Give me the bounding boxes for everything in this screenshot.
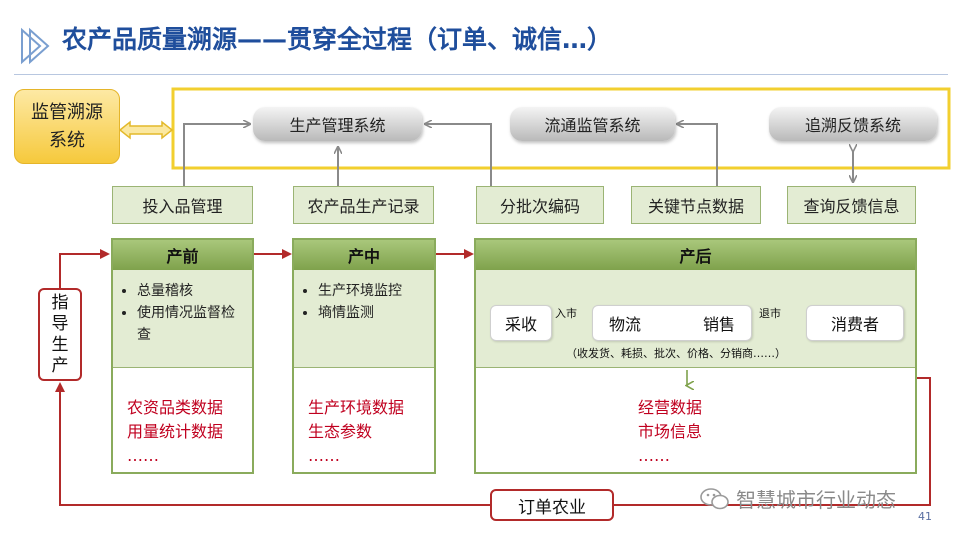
supervision-line2: 系统 [49, 129, 85, 151]
title-divider [14, 74, 948, 75]
watermark-text: 智慧城市行业动态 [736, 488, 896, 512]
title-play-icon [21, 27, 50, 65]
guide-char-1: 指 [51, 292, 69, 313]
list-item: 农资品类数据 [127, 398, 224, 417]
stage-pre-tasks: 总量稽核 使用情况监督检查 [113, 270, 252, 368]
page-number: 41 [918, 510, 932, 523]
production-management-system: 生产管理系统 [253, 107, 422, 141]
stage-mid-data: 生产环境数据 生态参数 …… [308, 396, 404, 468]
list-item: …… [638, 446, 670, 465]
flow-node-logistics: 物流 [609, 315, 642, 334]
flow-node-sales: 销售 [702, 315, 735, 334]
wechat-icon [700, 487, 729, 509]
list-item: 使用情况监督检查 [137, 302, 246, 346]
stage-pre-data: 农资品类数据 用量统计数据 …… [127, 396, 223, 468]
source-batch-coding: 分批次编码 [476, 186, 604, 224]
traceability-feedback-system: 追溯反馈系统 [769, 107, 937, 141]
source-key-node-data: 关键节点数据 [631, 186, 761, 224]
arrow-batch-to-production [425, 124, 492, 188]
arrow-guide-to-pre [59, 249, 110, 290]
list-item: 市场信息 [638, 422, 703, 441]
source-query-feedback: 查询反馈信息 [787, 186, 916, 224]
stage-post-title: 产后 [476, 240, 915, 270]
stage-mid-production: 产中 生产环境监控 墒情监测 生产环境数据 生态参数 …… [292, 238, 436, 474]
stage-mid-tasks: 生产环境监控 墒情监测 [294, 270, 434, 368]
list-item: …… [308, 446, 340, 465]
list-item: 生态参数 [308, 422, 373, 441]
list-item: 生产环境数据 [308, 398, 405, 417]
circulation-supervision-system: 流通监管系统 [510, 107, 675, 141]
source-input-management: 投入品管理 [112, 186, 253, 224]
flow-node-logistics-sales: 物流 销售 [592, 305, 752, 341]
list-item: …… [127, 446, 159, 465]
source-production-record: 农产品生产记录 [293, 186, 434, 224]
stage-mid-bullets: 生产环境监控 墒情监测 [300, 280, 428, 324]
list-item: 总量稽核 [137, 280, 246, 302]
stage-mid-title: 产中 [294, 240, 434, 270]
watermark: 智慧城市行业动态 [700, 484, 896, 513]
list-item: 用量统计数据 [127, 422, 224, 441]
system-frame [171, 87, 951, 170]
flow-node-harvest: 采收 [490, 305, 552, 341]
list-item: 经营数据 [638, 398, 703, 417]
flow-label-exit-market: 退市 [759, 307, 781, 320]
guide-char-2: 导 [51, 313, 69, 334]
stage-pre-title: 产前 [113, 240, 252, 270]
list-item: 生产环境监控 [318, 280, 428, 302]
flow-label-enter-market: 入市 [555, 307, 577, 320]
stage-post-data: 经营数据 市场信息 …… [638, 396, 702, 468]
double-arrow-icon [118, 120, 174, 140]
stage-pre-production: 产前 总量稽核 使用情况监督检查 农资品类数据 用量统计数据 …… [111, 238, 254, 474]
arrow-post-loop [614, 377, 931, 506]
arrow-order-to-guide [55, 382, 490, 506]
arrow-input-to-production [183, 124, 250, 188]
supervision-line1: 监管溯源 [31, 101, 103, 123]
guide-production-box: 指 导 生 产 [38, 288, 82, 381]
arrow-node-to-circulation [677, 124, 718, 188]
guide-char-3: 生 [51, 334, 69, 355]
list-item: 墒情监测 [318, 302, 428, 324]
flow-note: （收发货、耗损、批次、价格、分销商……） [566, 347, 786, 360]
order-agriculture-box: 订单农业 [490, 489, 614, 521]
guide-char-4: 产 [51, 355, 69, 376]
page-title: 农产品质量溯源——贯穿全过程（订单、诚信…） [62, 25, 613, 54]
flow-node-consumer: 消费者 [806, 305, 904, 341]
supervision-system-box: 监管溯源 系统 [14, 89, 120, 164]
stage-pre-bullets: 总量稽核 使用情况监督检查 [119, 280, 246, 346]
